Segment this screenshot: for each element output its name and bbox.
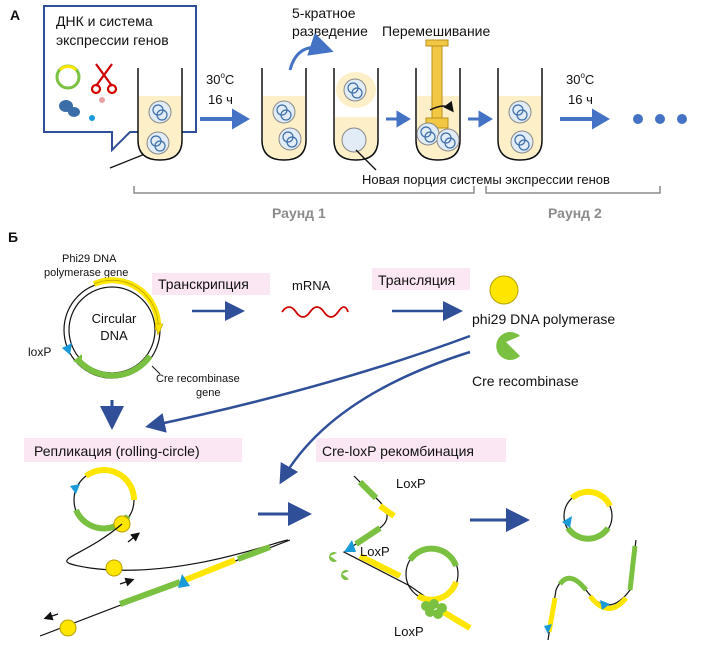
- loxp-label-1: LoxP: [396, 476, 426, 491]
- dilution-line-1: 5-кратное: [292, 5, 356, 21]
- incubation-2-arrow: [560, 108, 610, 130]
- tube-5: [497, 68, 543, 161]
- recombination-bg: [316, 438, 506, 462]
- new-portion-pointer: [355, 149, 377, 171]
- new-portion-label: Новая порция системы экспрессии генов: [362, 172, 610, 187]
- phi29-gene-line-1: Phi29 DNA: [62, 253, 117, 265]
- svg-text:16 ч: 16 ч: [568, 92, 593, 107]
- phi29-polymerase-label: phi29 DNA polymerase: [472, 311, 615, 327]
- round-2-bracket: [485, 186, 661, 194]
- replication-bg: [24, 438, 242, 462]
- incubation-1-label: 30oC 16 ч: [206, 71, 234, 107]
- round-2-label: Раунд 2: [548, 205, 602, 221]
- tube-4-mixing: [415, 39, 461, 161]
- mrna-wave: [281, 306, 349, 318]
- incubation-1-arrow: [200, 108, 250, 130]
- svg-text:30oC: 30oC: [206, 71, 234, 87]
- callout-line-2: экспрессии генов: [56, 32, 169, 48]
- tube-3: [333, 68, 379, 161]
- recombination-label: Cre-loxP рекомбинация: [322, 443, 474, 459]
- product-circular-dna: [562, 488, 613, 542]
- loxp-label-3: LoxP: [394, 624, 424, 639]
- circular-dna-plasmid: [62, 277, 164, 379]
- phi29-gene-line-2: polymerase gene: [44, 267, 128, 279]
- rolling-circle-replication: [39, 467, 291, 637]
- panel-a-label: А: [10, 7, 20, 23]
- incubation-2-label: 30oC 16 ч: [566, 71, 594, 107]
- dilution-line-2: разведение: [292, 23, 368, 39]
- circular-label-line-2: DNA: [100, 328, 128, 343]
- callout-line-1: ДНК и система: [56, 13, 153, 29]
- round-1-label: Раунд 1: [272, 205, 326, 221]
- translation-bg: [372, 268, 470, 290]
- cre-recombinase-icon: [496, 332, 520, 361]
- svg-text:16 ч: 16 ч: [208, 92, 233, 107]
- loxp-label: loxP: [28, 345, 51, 359]
- protein-icon: [59, 97, 105, 121]
- cre-gene-line-1: Cre recombinase: [156, 373, 240, 385]
- mixing-label: Перемешивание: [382, 23, 491, 39]
- continuation-dots: [633, 114, 687, 124]
- scissors-icon: [90, 63, 118, 95]
- mrna-label: mRNA: [292, 278, 331, 293]
- translation-label: Трансляция: [378, 272, 455, 288]
- polymerase-to-replication-arrow: [145, 334, 471, 433]
- transcription-label: Транскрипция: [158, 276, 249, 292]
- tube-1: [137, 68, 183, 161]
- loxp-label-2: LoxP: [360, 544, 390, 559]
- cre-recombinase-label: Cre recombinase: [472, 373, 579, 389]
- cre-to-recombination-arrow: [279, 350, 471, 485]
- product-linear-dna: [544, 539, 638, 641]
- transcription-bg: [152, 273, 270, 295]
- transfer-arrow-1: [386, 110, 411, 128]
- replication-label: Репликация (rolling-circle): [34, 443, 200, 459]
- dilution-arrow: [288, 32, 334, 71]
- circular-label-line-1: Circular: [92, 311, 137, 326]
- recombination-illustration: [329, 475, 472, 631]
- transfer-arrow-2: [468, 110, 493, 128]
- tube-2: [261, 68, 307, 161]
- svg-text:30oC: 30oC: [566, 71, 594, 87]
- plasmid-icon: [55, 64, 81, 90]
- phi29-polymerase-icon: [489, 275, 519, 305]
- panel-b-label: Б: [8, 229, 18, 245]
- round-1-bracket: [133, 186, 475, 194]
- cre-gene-line-2: gene: [196, 387, 220, 399]
